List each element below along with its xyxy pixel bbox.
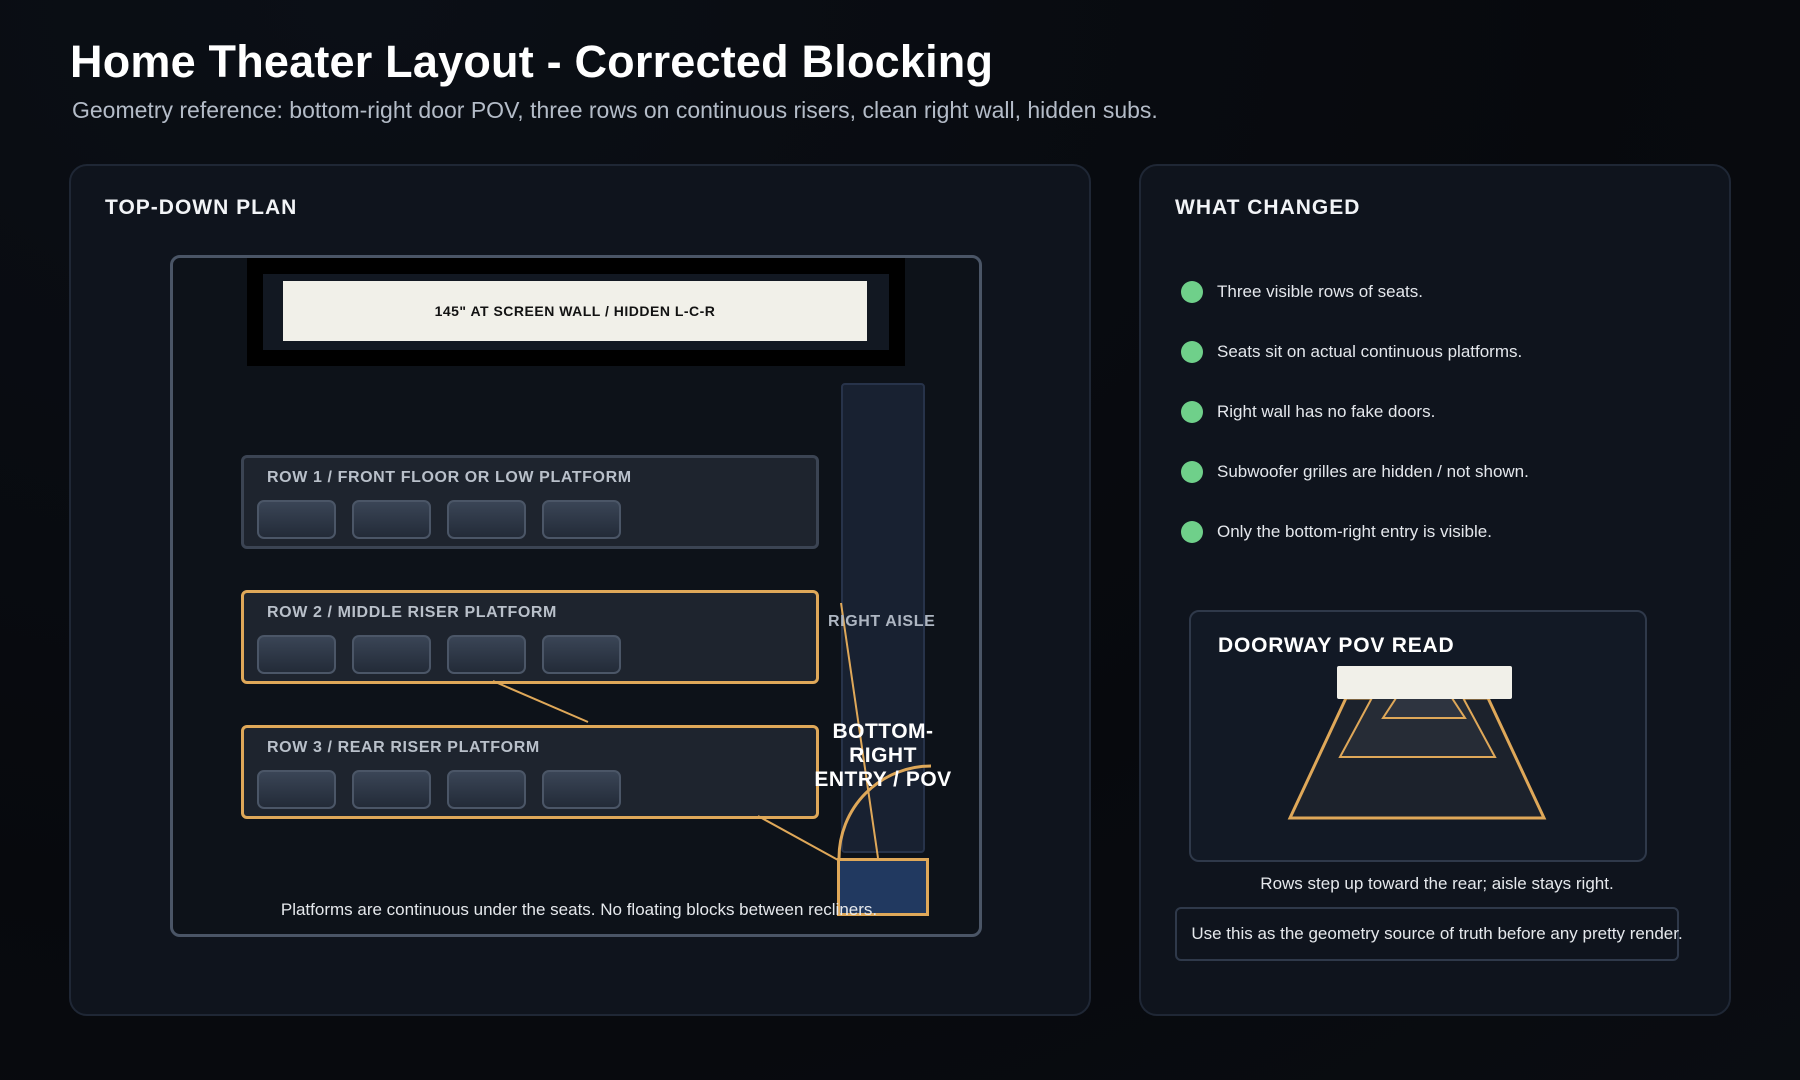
row-1-seats — [257, 500, 621, 539]
list-item: Three visible rows of seats. — [1181, 262, 1529, 322]
truth-note: Use this as the geometry source of truth… — [1191, 924, 1683, 943]
entry-door — [837, 858, 929, 916]
row-1-label: ROW 1 / FRONT FLOOR OR LOW PLATFORM — [267, 469, 632, 486]
entry-label-line-1: BOTTOM-RIGHT — [832, 720, 934, 767]
row-1-platform: ROW 1 / FRONT FLOOR OR LOW PLATFORM — [241, 455, 819, 549]
projection-screen: 145" AT SCREEN WALL / HIDDEN L-C-R — [283, 281, 867, 341]
check-dot-icon — [1181, 281, 1203, 303]
seat — [352, 635, 431, 674]
seat — [257, 770, 336, 809]
row-3-label: ROW 3 / REAR RISER PLATFORM — [267, 739, 540, 756]
list-item: Right wall has no fake doors. — [1181, 382, 1529, 442]
seat — [542, 635, 621, 674]
seat — [257, 635, 336, 674]
page-title: Home Theater Layout - Corrected Blocking — [70, 36, 994, 87]
check-dot-icon — [1181, 341, 1203, 363]
platform-note: Platforms are continuous under the seats… — [280, 900, 878, 919]
riser-connector-line — [757, 815, 839, 861]
seat — [447, 635, 526, 674]
plan-panel: TOP-DOWN PLAN 145" AT SCREEN WALL / HIDD… — [69, 164, 1091, 1016]
room-outline: 145" AT SCREEN WALL / HIDDEN L-C-R ROW 1… — [170, 255, 982, 937]
pov-title: DOORWAY POV READ — [1218, 634, 1455, 657]
screen-housing: 145" AT SCREEN WALL / HIDDEN L-C-R — [263, 274, 889, 350]
check-dot-icon — [1181, 521, 1203, 543]
row-3-seats — [257, 770, 621, 809]
page-subtitle: Geometry reference: bottom-right door PO… — [72, 97, 1158, 123]
list-item: Only the bottom-right entry is visible. — [1181, 502, 1529, 562]
row-2-label: ROW 2 / MIDDLE RISER PLATFORM — [267, 604, 557, 621]
screen-wall: 145" AT SCREEN WALL / HIDDEN L-C-R — [247, 258, 905, 366]
seat — [542, 770, 621, 809]
seat — [542, 500, 621, 539]
seat — [447, 770, 526, 809]
check-dot-icon — [1181, 461, 1203, 483]
list-item: Subwoofer grilles are hidden / not shown… — [1181, 442, 1529, 502]
changes-panel: WHAT CHANGED Three visible rows of seats… — [1139, 164, 1731, 1016]
changes-list: Three visible rows of seats. Seats sit o… — [1181, 262, 1529, 562]
check-dot-icon — [1181, 401, 1203, 423]
seat — [352, 770, 431, 809]
pov-caption: Rows step up toward the rear; aisle stay… — [1260, 874, 1614, 893]
aisle-label: RIGHT AISLE — [828, 613, 936, 630]
doorway-pov-box: DOORWAY POV READ — [1189, 610, 1647, 862]
plan-panel-title: TOP-DOWN PLAN — [105, 196, 298, 219]
row-2-seats — [257, 635, 621, 674]
truth-note-box — [1175, 907, 1679, 961]
entry-label: BOTTOM-RIGHT ENTRY / POV — [803, 720, 963, 792]
seat — [447, 500, 526, 539]
riser-connector-line — [492, 680, 589, 723]
row-3-platform: ROW 3 / REAR RISER PLATFORM — [241, 725, 819, 819]
seat — [257, 500, 336, 539]
changes-panel-title: WHAT CHANGED — [1175, 196, 1361, 219]
seat — [352, 500, 431, 539]
pov-perspective-diagram — [1287, 666, 1547, 820]
entry-label-line-2: ENTRY / POV — [814, 768, 952, 791]
pov-screen — [1337, 666, 1512, 699]
list-item: Seats sit on actual continuous platforms… — [1181, 322, 1529, 382]
row-2-platform: ROW 2 / MIDDLE RISER PLATFORM — [241, 590, 819, 684]
